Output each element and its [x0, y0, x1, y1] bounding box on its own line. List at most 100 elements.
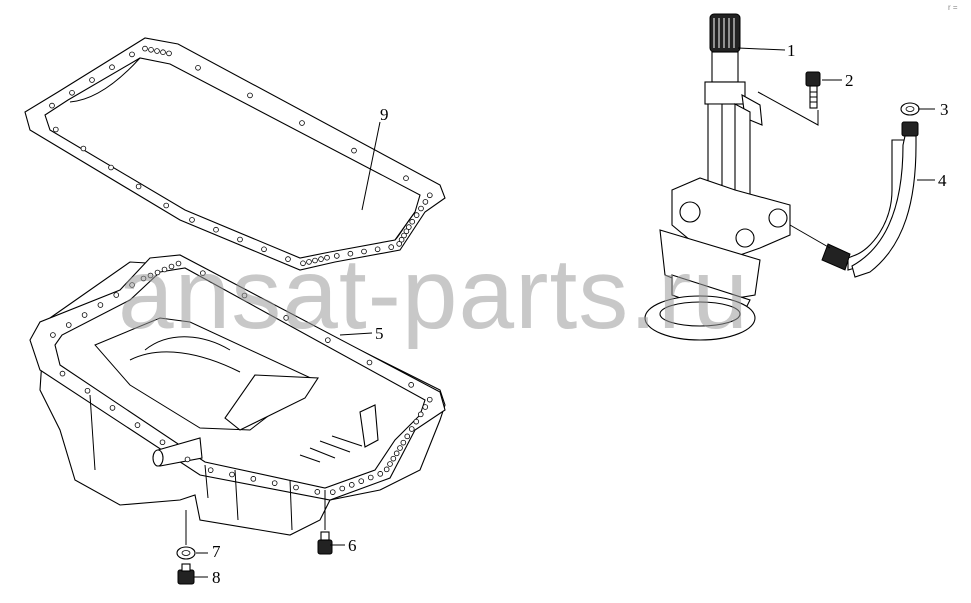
bolt-hole [398, 236, 405, 243]
oil-pan [29, 254, 446, 536]
gasket-upper [24, 37, 446, 271]
bolt-hole [409, 218, 416, 225]
bolt-hole [166, 50, 172, 57]
bolt-hole [159, 439, 166, 446]
bolt-hole [168, 263, 175, 270]
callout-8: 8 [212, 568, 221, 587]
bolt-hole [129, 282, 135, 288]
bolt-hole [404, 433, 411, 440]
bolt-hole [135, 183, 142, 190]
bolt-hole [351, 147, 357, 154]
bolt-hole [417, 411, 424, 418]
callout-1: 1 [787, 41, 796, 60]
bolt-hole [241, 292, 248, 299]
bolt-hole [161, 266, 168, 273]
oil-pump [644, 13, 791, 341]
bolt-hole [300, 260, 306, 267]
bolt-hole [325, 337, 331, 343]
callout-2: 2 [845, 71, 854, 90]
leader-lines [185, 47, 935, 578]
bolt-hole [366, 359, 373, 366]
bolt-hole [160, 49, 166, 55]
bolt-hole [358, 478, 365, 484]
bolt-hole [154, 269, 161, 276]
sealing-washer [176, 546, 196, 560]
bolt-hole [129, 51, 135, 58]
callout-6: 6 [348, 536, 357, 555]
bolt-hole [390, 455, 397, 462]
bolt-hole [108, 164, 114, 171]
callout-5: 5 [375, 324, 384, 343]
bolt-hole [213, 226, 219, 233]
bolt-hole [283, 315, 289, 321]
oil-pipe [821, 121, 919, 278]
bolt-hole [367, 474, 374, 481]
bolt-hole [140, 275, 147, 282]
bolt-hole [195, 65, 201, 71]
bolt-hole [175, 260, 182, 267]
bolt-hole [347, 250, 354, 257]
bolt-hole [387, 461, 393, 467]
bolt-hole [299, 120, 305, 126]
drain-bolt [317, 531, 333, 555]
bolt-hole [312, 257, 318, 264]
bolt-hole [413, 212, 420, 218]
bolt-hole [147, 272, 154, 279]
bolt-hole [314, 489, 321, 495]
callout-4: 4 [938, 171, 947, 190]
bolt-hole [388, 244, 395, 250]
bolt-hole [250, 476, 257, 482]
bolt-hole [80, 145, 87, 152]
bolt-hole [52, 126, 59, 133]
bolt-hole [403, 228, 410, 235]
bolt-hole [329, 489, 336, 495]
corner-mark: r = [948, 3, 958, 12]
bolt [805, 71, 821, 109]
bolt-hole [293, 484, 299, 491]
bolt-hole [413, 418, 420, 425]
bolt-hole [397, 445, 403, 451]
bolt-hole [324, 254, 330, 261]
bolt-hole [318, 256, 324, 262]
callout-9: 9 [380, 105, 389, 124]
bolt-hole [207, 467, 214, 473]
watermark: ansat-parts.ru [118, 238, 749, 350]
bolt-hole [383, 466, 390, 473]
bolt-hole [134, 422, 141, 428]
bolt-hole [261, 246, 267, 253]
bolt-hole [422, 199, 429, 205]
bolt-hole [333, 253, 340, 259]
bolt-hole [393, 450, 400, 457]
bolt-hole [50, 332, 56, 338]
bolt-hole [374, 246, 381, 253]
bolt-hole [285, 256, 291, 262]
bolt-hole [348, 482, 355, 488]
bolt-hole [247, 92, 253, 99]
bolt-hole [109, 64, 115, 70]
bolt-hole [408, 426, 415, 432]
bolt-hole [81, 312, 88, 318]
drain-plug [177, 563, 195, 585]
bolt-hole [405, 224, 412, 230]
bolt-hole [361, 248, 367, 255]
bolt-hole [422, 404, 429, 410]
bolt-hole [426, 396, 433, 403]
bolt-hole [396, 241, 403, 247]
bolt-hole [59, 370, 66, 377]
bolt-hole [377, 471, 384, 477]
bolt-hole [65, 322, 72, 328]
bolt-hole [49, 102, 55, 109]
bolt-hole [426, 192, 433, 199]
bolt-hole [89, 77, 95, 83]
bolt-hole [184, 456, 191, 463]
bolt-hole [109, 405, 116, 411]
bolt-hole [306, 259, 312, 265]
bolt-hole [400, 439, 407, 446]
bolt-hole [237, 236, 243, 243]
bolt-hole [200, 270, 206, 276]
bolt-hole [97, 302, 104, 308]
bolt-hole [271, 480, 278, 486]
callout-labels: 1 2 3 4 5 6 7 8 9 [212, 41, 949, 587]
bolt-hole [154, 48, 160, 54]
